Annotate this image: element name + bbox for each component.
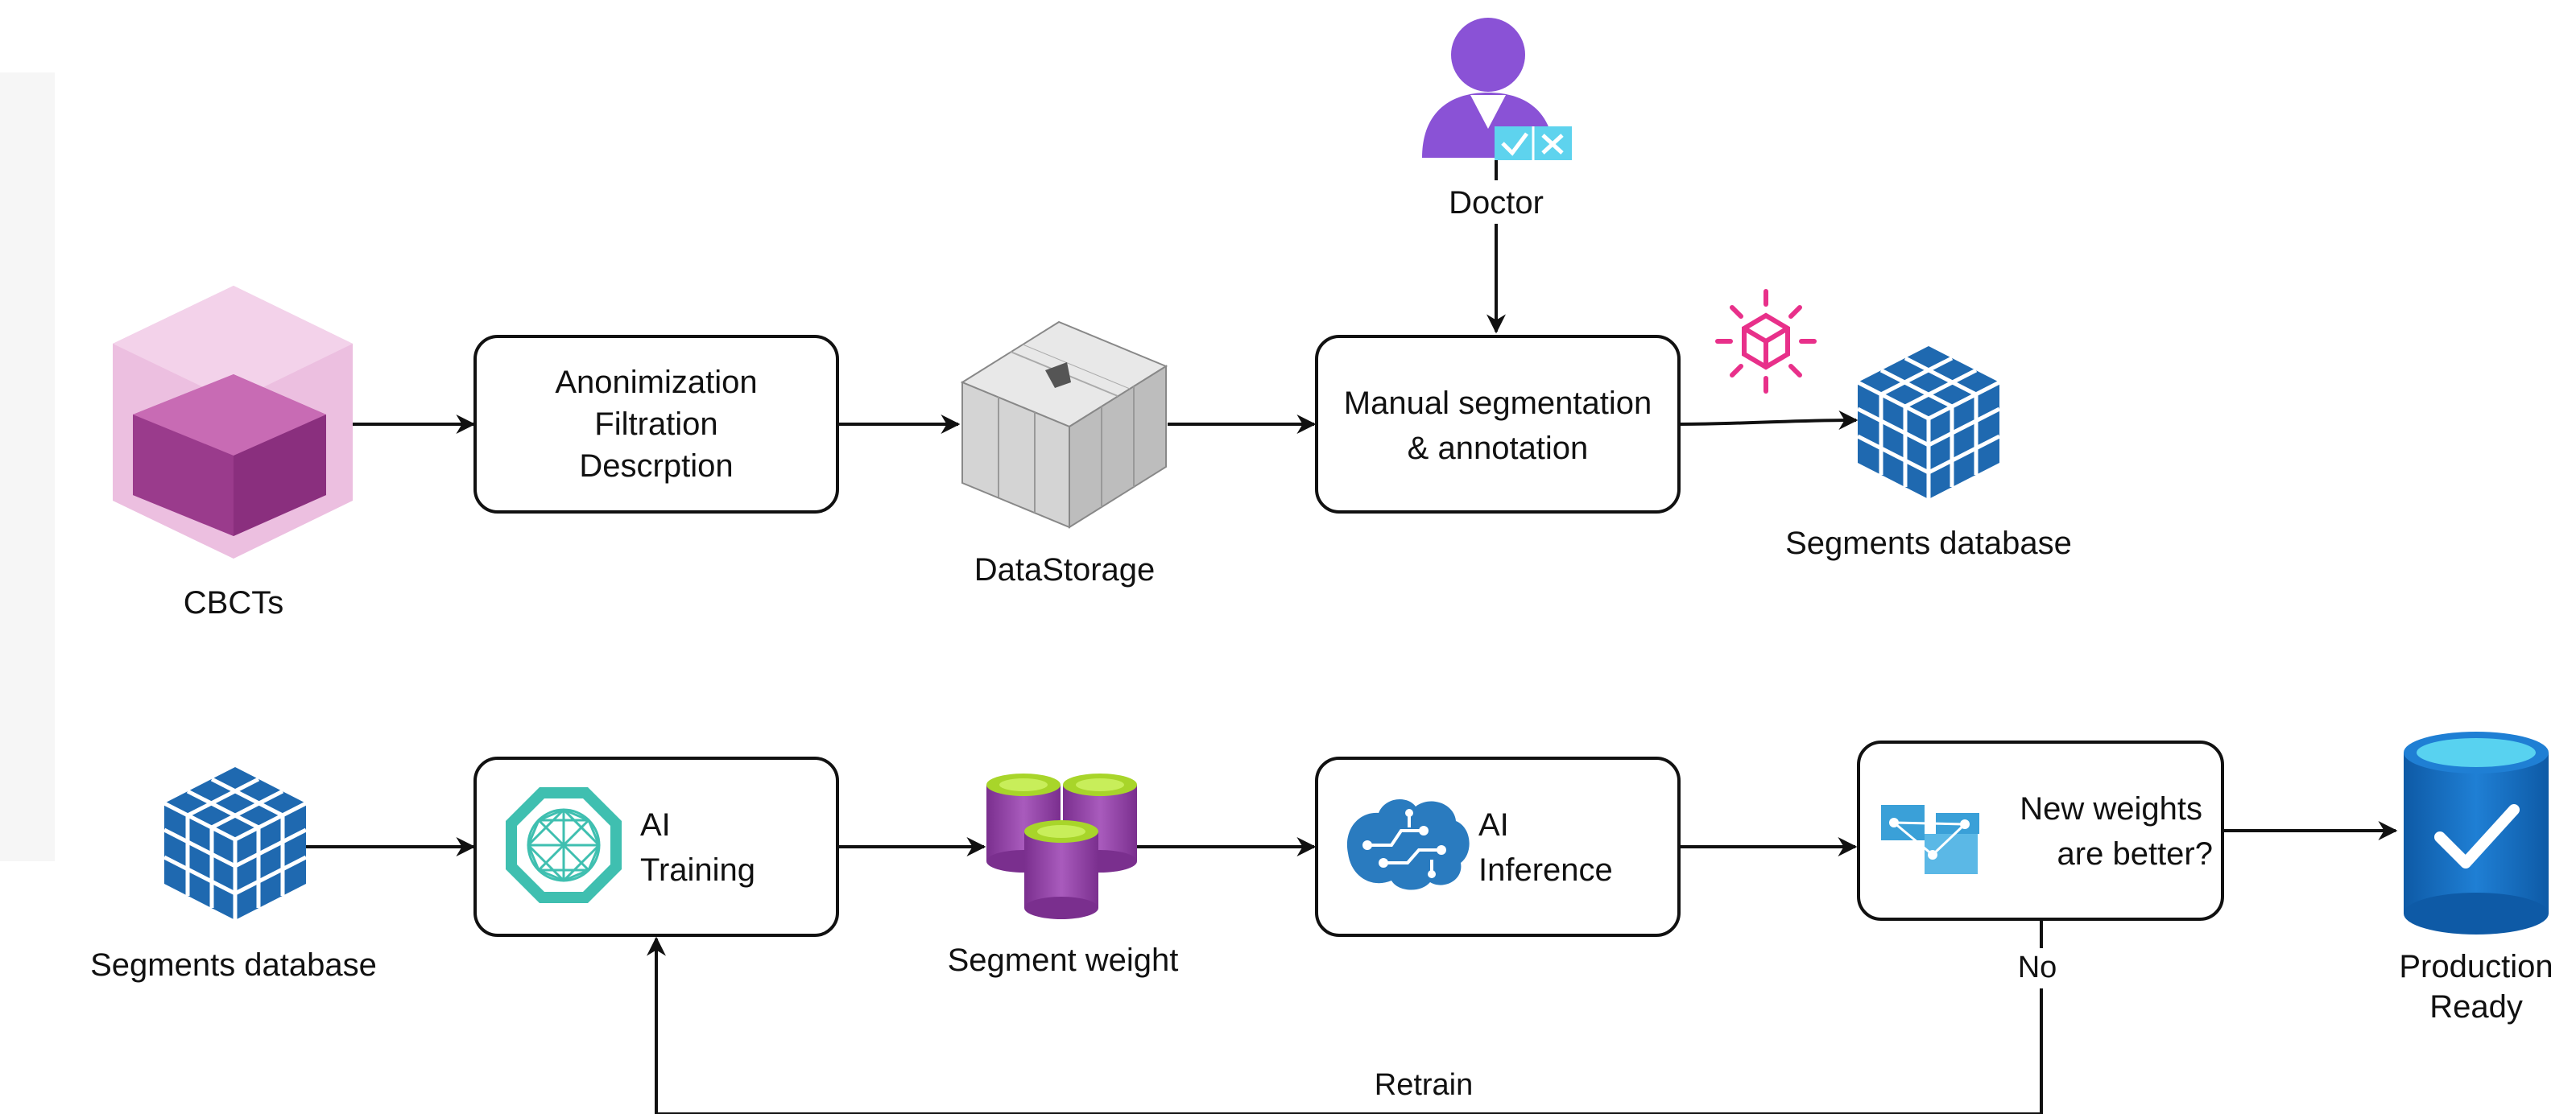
edges xyxy=(306,159,2398,1114)
cbct-label: CBCTs xyxy=(184,585,283,621)
datastorage-label: DataStorage xyxy=(974,552,1156,588)
ai-inference-line-1: AI xyxy=(1478,807,1509,843)
pink-cube-icon xyxy=(113,286,353,559)
preprocess-line-2: Filtration xyxy=(594,406,717,442)
decision-box[interactable] xyxy=(1857,741,2224,921)
retrain-edge-label: Retrain xyxy=(1375,1068,1474,1102)
edge-retrain-loop xyxy=(647,936,2043,1114)
ai-training-line-2: Training xyxy=(640,852,755,888)
doctor-label: Doctor xyxy=(1449,185,1544,221)
decision-line-2: are better? xyxy=(2057,836,2213,872)
manual-segmentation-box[interactable] xyxy=(1315,335,1681,514)
doctor-approval-icon xyxy=(1422,18,1572,160)
background-strip xyxy=(0,72,55,861)
edge-manual-to-segdb xyxy=(1678,411,1859,431)
production-line-2: Ready xyxy=(2429,989,2523,1025)
brain-circuit-icon xyxy=(1346,798,1470,890)
check-cylinder-icon xyxy=(2404,732,2549,935)
blue-cube-grid-icon xyxy=(163,767,308,920)
decision-line-1: New weights xyxy=(2020,791,2202,827)
octagon-network-icon xyxy=(506,787,622,903)
segments-db-top-label: Segments database xyxy=(1785,526,2072,561)
ai-training-line-1: AI xyxy=(640,807,671,843)
ai-inference-line-2: Inference xyxy=(1478,852,1613,888)
purple-cylinders-icon xyxy=(986,774,1137,919)
no-edge-label: No xyxy=(2018,951,2057,984)
manual-seg-line-1: Manual segmentation xyxy=(1344,386,1652,421)
storage-array-icon xyxy=(960,320,1168,529)
preprocess-box[interactable] xyxy=(473,335,839,514)
segments-db-bottom-label: Segments database xyxy=(90,947,377,983)
production-line-1: Production xyxy=(2399,949,2553,984)
pipeline-nodes-icon xyxy=(1881,805,1979,874)
blue-cube-grid-icon xyxy=(1856,346,2001,499)
preprocess-line-3: Descrption xyxy=(579,448,733,484)
manual-seg-line-2: & annotation xyxy=(1408,431,1589,466)
sparkle-cube-icon xyxy=(1715,289,1817,394)
segment-weight-label: Segment weight xyxy=(948,943,1179,978)
preprocess-line-1: Anonimization xyxy=(555,365,757,400)
